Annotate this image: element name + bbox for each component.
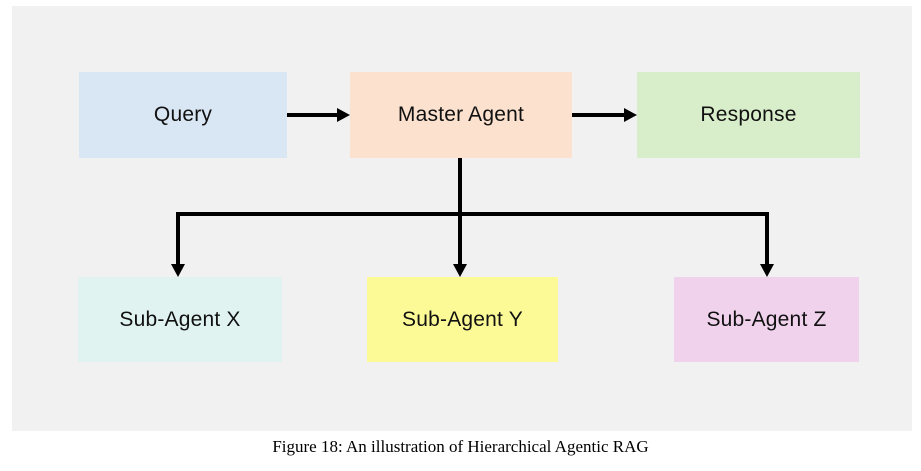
- arrowhead-master-to-response: [624, 108, 637, 122]
- node-response: Response: [637, 72, 860, 158]
- node-sub-agent-z: Sub-Agent Z: [674, 277, 859, 362]
- node-sub-agent-y: Sub-Agent Y: [367, 277, 558, 362]
- node-response-label: Response: [700, 103, 797, 126]
- branch-bar-to-sub-x-and-z: [176, 212, 769, 266]
- arrowhead-to-sub-z: [760, 264, 774, 277]
- node-sub-agent-x: Sub-Agent X: [78, 277, 282, 362]
- node-sub-agent-y-label: Sub-Agent Y: [402, 307, 523, 331]
- diagram-panel: Query Master Agent Response Sub-Agent X …: [12, 6, 912, 431]
- figure-caption: Figure 18: An illustration of Hierarchic…: [272, 437, 649, 456]
- arrowhead-to-sub-x: [171, 264, 185, 277]
- node-master-agent-label: Master Agent: [397, 103, 525, 126]
- node-sub-agent-z-label: Sub-Agent Z: [706, 307, 827, 331]
- node-master-agent: Master Agent: [350, 72, 572, 158]
- node-query: Query: [79, 72, 287, 158]
- arrowhead-master-to-sub-y: [453, 264, 467, 277]
- connector-arrows: [171, 108, 774, 277]
- node-query-label: Query: [153, 103, 213, 126]
- node-sub-agent-x-label: Sub-Agent X: [119, 307, 241, 331]
- arrowhead-query-to-master: [337, 108, 350, 122]
